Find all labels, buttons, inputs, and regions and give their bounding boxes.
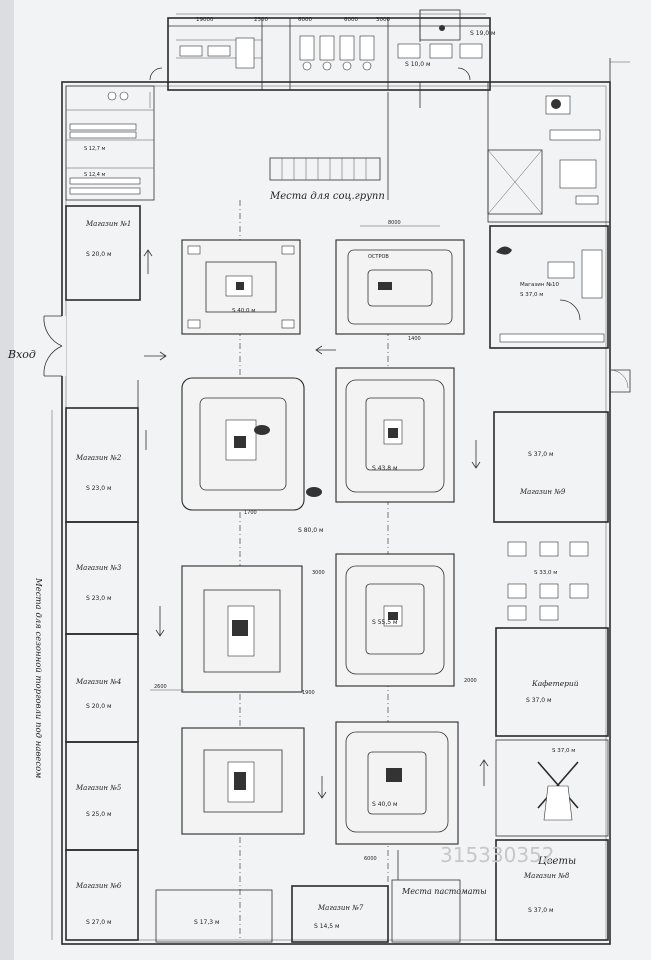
svg-text:2000: 2000	[464, 678, 477, 684]
social-seats-label: Места для соц.групп	[269, 191, 385, 202]
dim-label: 2300	[254, 17, 268, 23]
svg-text:S 40,0 м: S 40,0 м	[372, 801, 398, 808]
island-right-2: S 43,8 м	[335, 367, 455, 503]
svg-text:ОСТРОВ: ОСТРОВ	[368, 254, 389, 260]
seasonal-trade-label: Места для сезонной торговли под навесом	[33, 577, 43, 778]
svg-text:3000: 3000	[312, 570, 325, 576]
svg-text:Магазин №9: Магазин №9	[519, 488, 566, 496]
flow-arrows	[143, 249, 489, 799]
shop-6-area: S 27,0 м	[86, 919, 112, 926]
svg-text:S 33,0 м: S 33,0 м	[534, 570, 557, 576]
island-left-3	[181, 565, 303, 693]
shop-8-flowers: Цветы Магазин №8 S 37,0 м	[495, 839, 609, 941]
svg-text:S 37,0 м: S 37,0 м	[528, 451, 554, 458]
svg-text:1900: 1900	[302, 690, 315, 696]
shop-1: Магазин №1 S 20,0 м	[65, 205, 141, 301]
shop-4-area: S 20,0 м	[86, 703, 112, 710]
svg-text:Магазин №1: Магазин №1	[85, 220, 131, 228]
shop-9: Магазин №9 S 37,0 м	[493, 411, 609, 523]
shop-5-area: S 25,0 м	[86, 811, 112, 818]
svg-text:S 43,8 м: S 43,8 м	[372, 465, 398, 472]
shop-3-area: S 23,0 м	[86, 595, 112, 602]
svg-text:1700: 1700	[244, 510, 257, 516]
shop-5-name: Магазин №5	[75, 784, 122, 792]
social-seats: Места для соц.групп	[269, 157, 385, 202]
svg-text:S 40,0 м: S 40,0 м	[232, 308, 255, 314]
area-label: S 12,7 м	[84, 146, 105, 152]
svg-text:1400: 1400	[408, 336, 421, 342]
shop-2-name: Магазин №2	[75, 454, 122, 462]
right-top-rooms	[487, 81, 611, 223]
svg-text:S 37,0 м: S 37,0 м	[520, 292, 543, 298]
entrance-label: Вход	[7, 348, 36, 361]
island-left-2: S 80,0 м	[181, 377, 324, 534]
cafe-label: Кафетерий	[531, 679, 579, 688]
shop-10: Магазин №10 S 37,0 м	[489, 225, 609, 349]
dimension-lines: 8000 2600 3000 2000 6000 1900 1700 1400	[150, 220, 477, 862]
area-label: S 12,4 м	[84, 172, 105, 178]
watermark: 315330352	[440, 843, 555, 867]
svg-text:S 37,0 м: S 37,0 м	[526, 697, 552, 704]
bottom-shops: S 17,3 м Магазин №7 S 14,5 м Места пасто…	[155, 850, 487, 943]
flowers-label: Цветы	[538, 856, 576, 867]
area-label: S 10,0 м	[405, 61, 431, 68]
svg-text:S 55,5 м: S 55,5 м	[372, 619, 398, 626]
island-right-1: ОСТРОВ	[335, 239, 465, 335]
svg-text:S 14,5 м: S 14,5 м	[314, 923, 340, 930]
island-right-3: S 55,5 м	[335, 553, 455, 687]
shop-6-name: Магазин №6	[75, 882, 122, 890]
paper-margin	[0, 0, 14, 960]
shop-4-name: Магазин №4	[75, 678, 121, 686]
svg-text:Магазин №10: Магазин №10	[520, 282, 559, 288]
shop-2-area: S 23,0 м	[86, 485, 112, 492]
svg-text:S 37,0 м: S 37,0 м	[552, 748, 575, 754]
dim-label: 6000	[344, 17, 358, 23]
svg-text:S 20,0 м: S 20,0 м	[86, 251, 112, 258]
area-label: S 19,0 м	[470, 30, 496, 37]
top-annex: 19000 2300 6000 6000 3000 S 19,0 м S 10,…	[149, 9, 496, 91]
svg-text:Магазин №7: Магазин №7	[317, 904, 364, 912]
island-left-4	[181, 727, 305, 835]
cafe-seating: S 33,0 м	[507, 541, 589, 621]
dim-label: 19000	[196, 17, 214, 23]
svg-text:8000: 8000	[388, 220, 401, 226]
island-left-1: S 40,0 м	[181, 239, 301, 335]
left-shops	[65, 380, 139, 941]
dim-label: 3000	[376, 17, 390, 23]
paper-sheet	[8, 0, 651, 960]
cafeteria: Кафетерий S 37,0 м	[495, 627, 609, 737]
vending-label: Места пастоматы	[401, 887, 487, 896]
windmill-shop: S 37,0 м	[495, 739, 609, 837]
svg-text:S 17,3 м: S 17,3 м	[194, 919, 220, 926]
svg-text:S 80,0 м: S 80,0 м	[298, 527, 324, 534]
svg-text:Магазин №8: Магазин №8	[523, 872, 570, 880]
shop-3-name: Магазин №3	[75, 564, 122, 572]
island-right-4: S 40,0 м	[335, 721, 459, 845]
svg-text:S 37,0 м: S 37,0 м	[528, 907, 554, 914]
svg-text:2600: 2600	[154, 684, 167, 690]
svg-text:6000: 6000	[364, 856, 377, 862]
dim-label: 6000	[298, 17, 312, 23]
top-left-rooms: S 12,7 м S 12,4 м	[65, 85, 155, 201]
